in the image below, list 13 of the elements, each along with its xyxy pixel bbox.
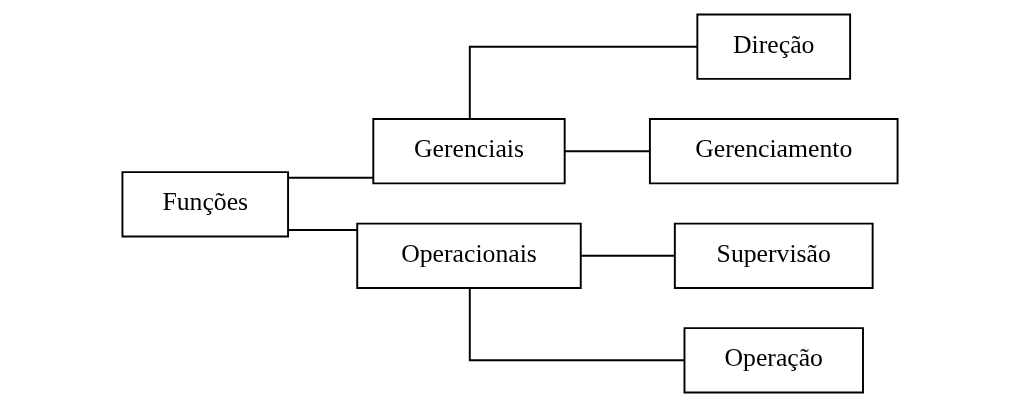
node-box: Gerenciamento	[648, 118, 899, 185]
node-box: Funções	[121, 171, 290, 238]
connector	[287, 176, 375, 179]
node-box: Direção	[696, 13, 852, 80]
connector	[564, 150, 651, 153]
node-box: Supervisão	[673, 222, 874, 289]
node-box: Operacionais	[356, 222, 582, 289]
node-box: Operação	[683, 327, 864, 394]
connector	[468, 45, 698, 120]
node-box: Gerenciais	[372, 118, 566, 185]
connector	[287, 229, 359, 231]
connector	[468, 287, 686, 362]
connector	[580, 254, 676, 257]
